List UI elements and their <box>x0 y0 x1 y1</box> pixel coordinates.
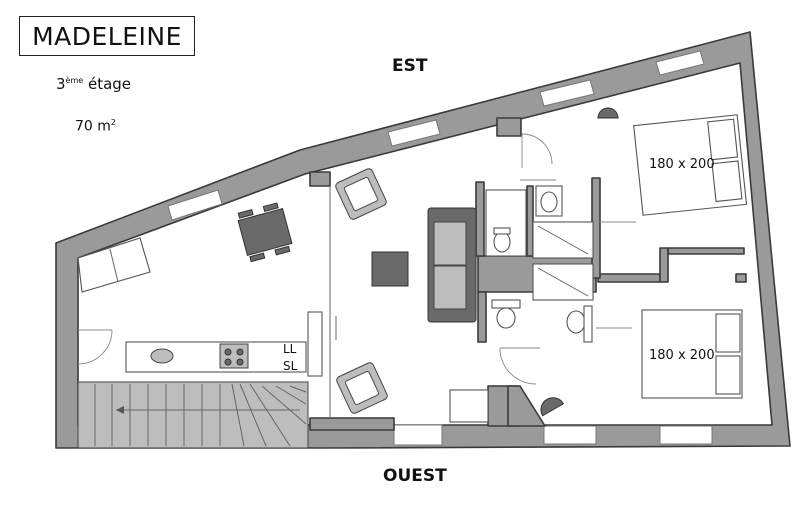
appliance-sl-label: SL <box>283 359 298 373</box>
kitchen-counter <box>125 311 323 377</box>
toilet-top-icon <box>493 231 511 253</box>
area-label: 70 m2 <box>75 118 116 135</box>
bathroom-fixtures <box>485 185 594 343</box>
area-exponent: 2 <box>110 118 116 127</box>
cabinet <box>449 389 489 423</box>
floor-label: 3ème étage <box>56 75 131 93</box>
lamp-bottom <box>540 397 565 417</box>
property-name: MADELEINE <box>32 21 182 51</box>
orientation-west: OUEST <box>383 466 447 486</box>
dining-table <box>237 202 293 263</box>
coffee-table <box>371 251 409 287</box>
floor-number: 3 <box>56 75 66 93</box>
appliance-ll-label: LL <box>283 342 297 356</box>
orientation-east: EST <box>392 56 428 76</box>
bed-bottom <box>641 309 743 399</box>
lamp-top <box>597 107 619 119</box>
stair-arrow-icon <box>116 406 124 414</box>
sink-icon <box>150 348 174 364</box>
kitchen-upper-cabinets <box>77 237 151 293</box>
area-value: 70 m <box>75 118 111 135</box>
west-windows <box>393 424 713 446</box>
washbasin-bottom-icon <box>566 310 586 334</box>
bed-bottom-label: 180 x 200 <box>649 348 715 363</box>
washbasin-top-icon <box>540 191 558 213</box>
bed-top-label: 180 x 200 <box>649 157 715 172</box>
armchair-bottom <box>336 362 388 414</box>
east-windows <box>167 50 705 221</box>
sofa <box>427 207 477 323</box>
interior-walls <box>309 117 747 431</box>
floor-word: étage <box>87 75 132 93</box>
armchair-top <box>335 168 387 220</box>
cooktop-icon <box>219 343 249 369</box>
floor-suffix: ème <box>65 76 84 85</box>
bed-top <box>633 114 748 216</box>
property-name-box: MADELEINE <box>19 16 195 56</box>
toilet-bottom-icon <box>496 307 516 329</box>
staircase <box>77 381 309 449</box>
entrance-door <box>77 329 113 365</box>
